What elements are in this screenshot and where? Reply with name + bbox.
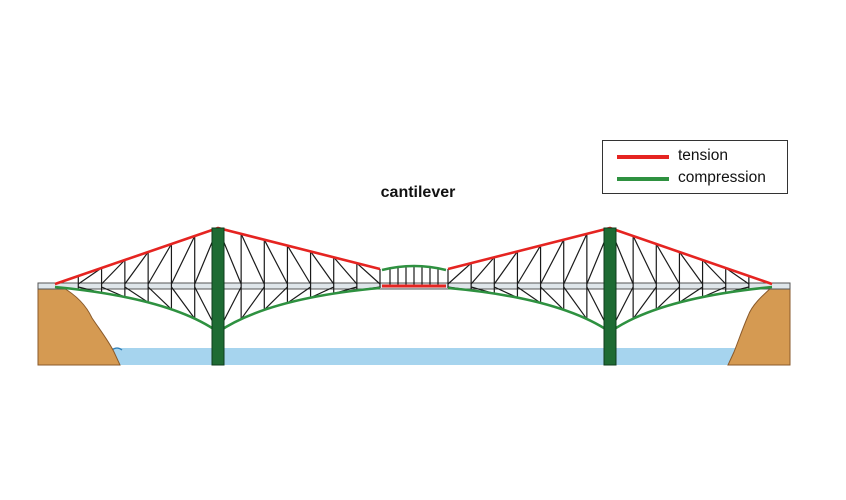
truss-diagonal xyxy=(333,256,358,285)
legend-swatch-compression xyxy=(617,177,669,181)
legend-label-compression: compression xyxy=(678,169,766,186)
truss-diagonal xyxy=(540,239,565,285)
truss-diagonal xyxy=(517,286,541,304)
legend: tension compression xyxy=(602,140,788,194)
truss-diagonal xyxy=(678,251,704,285)
truss-diagonal xyxy=(702,259,727,285)
truss-diagonal xyxy=(563,286,588,320)
suspended-span xyxy=(389,266,439,286)
truss-diagonal xyxy=(147,286,172,310)
right-compression-chord-inner xyxy=(447,286,611,334)
truss-diagonal xyxy=(263,286,288,311)
truss-diagonal xyxy=(516,245,542,285)
truss-diagonal xyxy=(263,239,288,285)
truss-diagonal xyxy=(124,251,149,285)
truss-diagonal xyxy=(310,251,335,285)
truss-diagonal xyxy=(447,262,472,285)
left-compression-chord-outer xyxy=(54,285,219,334)
right-compression-chord-outer xyxy=(609,285,773,334)
legend-swatch-tension xyxy=(617,155,669,159)
legend-label-tension: tension xyxy=(678,147,728,164)
truss-diagonal xyxy=(632,235,657,285)
truss-diagonal xyxy=(170,235,196,285)
truss-diagonal xyxy=(493,251,518,285)
right-tower xyxy=(603,227,617,366)
truss-diagonal xyxy=(655,243,680,285)
diagram-title: cantilever xyxy=(380,184,456,201)
truss-diagonal xyxy=(470,256,495,285)
left-cliff xyxy=(37,286,121,366)
truss-diagonal xyxy=(679,286,703,303)
truss-diagonal xyxy=(147,243,172,285)
truss-diagonal xyxy=(563,233,588,285)
right-cliff xyxy=(727,286,791,366)
truss-diagonal xyxy=(540,286,565,311)
left-tower xyxy=(211,227,225,366)
suspended-span-top-chord xyxy=(381,264,447,272)
truss-diagonal xyxy=(240,286,265,320)
water xyxy=(112,348,740,365)
truss-diagonal xyxy=(124,286,149,303)
truss-diagonal xyxy=(632,286,657,320)
truss-diagonal xyxy=(170,286,196,320)
left-compression-chord-inner xyxy=(217,286,381,334)
legend-item-tension: tension xyxy=(603,146,787,168)
truss-diagonal xyxy=(286,245,312,285)
truss-diagonal xyxy=(356,262,381,285)
truss-diagonal xyxy=(101,259,126,285)
truss-diagonal xyxy=(240,233,265,285)
truss-diagonal xyxy=(287,286,311,304)
truss-diagonal xyxy=(655,286,680,310)
legend-item-compression: compression xyxy=(603,168,787,190)
